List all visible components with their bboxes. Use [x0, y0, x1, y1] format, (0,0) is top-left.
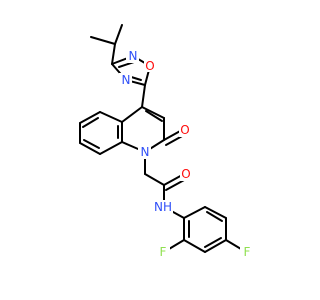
atom-labels: O N N N O O NH F F [119, 49, 253, 259]
isopropyl-group [90, 24, 123, 65]
oxadiazole-quinolinone-bond [141, 84, 146, 108]
oxadiazole-nitrogen-bottom-label: N [122, 73, 131, 87]
pyridone-ring [121, 106, 165, 153]
oxadiazole-nitrogen-top-label: N [129, 49, 138, 63]
para-fluorine-label: F [244, 245, 251, 259]
amide-oxygen-label: O [181, 167, 190, 181]
benzo-ring [79, 111, 123, 155]
molecule-structure-drawing: O N N N O O NH F F [79, 24, 253, 259]
oxadiazole-oxygen-label: O [145, 59, 154, 73]
difluorophenyl-ring [183, 206, 227, 253]
amide-nh-label: NH [154, 200, 172, 214]
acetamide-linker [144, 151, 187, 208]
quinolinone-nitrogen-label: N [141, 145, 150, 159]
ring-carbonyl-oxygen-label: O [180, 123, 189, 137]
molecule-structure-canvas: O N N N O O NH F F [79, 24, 253, 259]
ortho-fluorine-label: F [160, 245, 167, 259]
